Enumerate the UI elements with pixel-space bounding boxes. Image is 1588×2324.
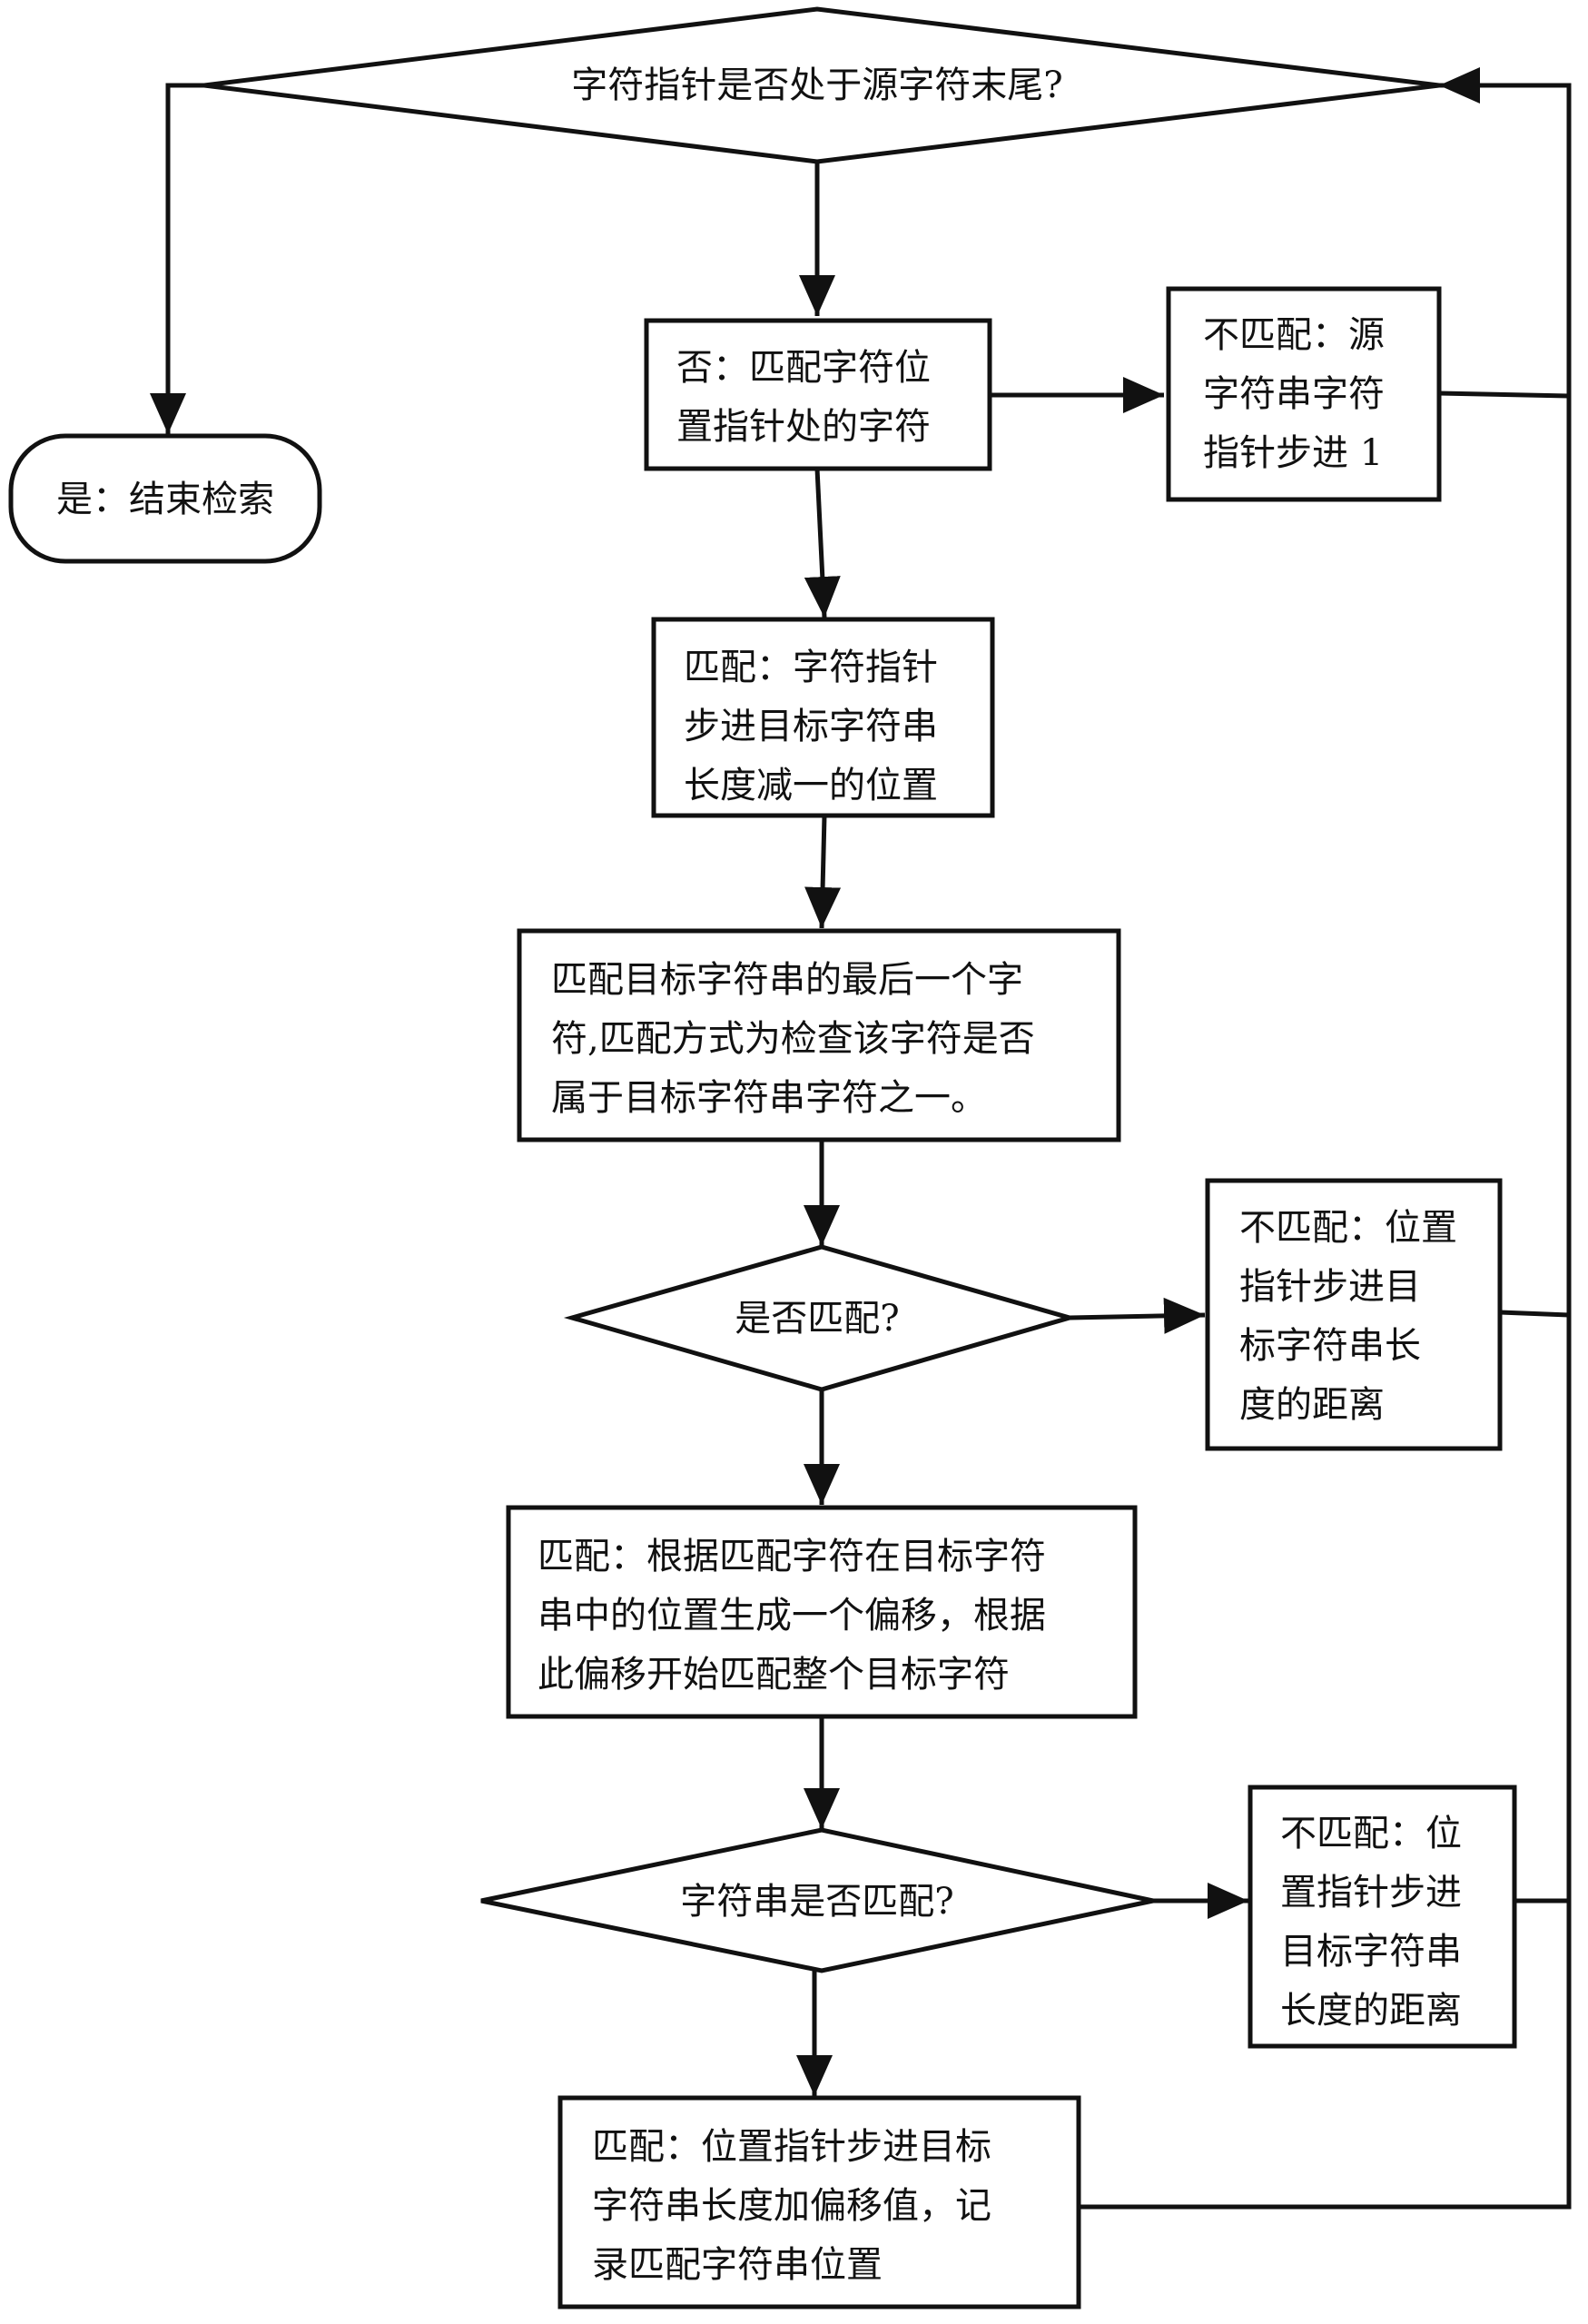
- label-mismatch-step1: 不匹配：源 字符串字符 指针步进 1: [1203, 314, 1396, 474]
- line: 度的距离: [1239, 1384, 1385, 1426]
- label-match-offset: 匹配：根据匹配字符在目标字符 串中的位置生成一个偏移，根据 此偏移开始匹配整个目…: [538, 1536, 1058, 1696]
- line: 目标字符串: [1280, 1931, 1462, 1973]
- line: 不匹配：源: [1203, 314, 1385, 356]
- line: 字符串长度加偏移值，记: [592, 2185, 991, 2227]
- feed-mismatch1: [1439, 393, 1569, 396]
- line: 长度的距离: [1280, 1990, 1462, 2032]
- label-decision-source-end: 字符指针是否处于源字符末尾?: [571, 64, 1062, 106]
- line: 此偏移开始匹配整个目标字符: [538, 1654, 1010, 1696]
- label-match-step: 匹配：字符指针 步进目标字符串 长度减一的位置: [684, 647, 950, 806]
- arrow-no-to-match: [817, 469, 824, 618]
- line: 标字符串长: [1239, 1325, 1421, 1367]
- line: 步进目标字符串: [684, 706, 938, 747]
- arrow-decision-to-mismatch2: [1070, 1315, 1205, 1318]
- label-yes-end: 是：结束检索: [56, 479, 274, 520]
- line: 置指针步进: [1280, 1872, 1462, 1914]
- line: 字符串字符: [1203, 373, 1385, 415]
- label-match-last-char: 匹配目标字符串的最后一个字 符,匹配方式为检查该字符是否 属于目标字符串字符之一…: [551, 959, 1046, 1119]
- line: 不匹配：位置: [1239, 1207, 1457, 1249]
- line: 属于目标字符串字符之一。: [551, 1077, 987, 1119]
- line: 匹配目标字符串的最后一个字: [551, 959, 1023, 1001]
- line: 符,匹配方式为检查该字符是否: [551, 1018, 1035, 1060]
- line: 指针步进 1: [1203, 432, 1383, 474]
- line: 否：匹配字符位: [676, 347, 931, 389]
- line: 置指针处的字符: [676, 406, 931, 448]
- line: 串中的位置生成一个偏移，根据: [538, 1595, 1046, 1637]
- label-decision-string-match: 字符串是否匹配?: [680, 1881, 953, 1923]
- line: 录匹配字符串位置: [592, 2244, 883, 2286]
- line: 匹配：根据匹配字符在目标字符: [538, 1536, 1046, 1577]
- line: 不匹配：位: [1280, 1813, 1462, 1854]
- line: 指针步进目: [1239, 1266, 1421, 1308]
- arrow-match-to-lastchar: [822, 816, 824, 928]
- arrow-yes-end: [168, 85, 204, 434]
- feed-mismatch2: [1500, 1312, 1569, 1315]
- line: 匹配：字符指针: [684, 647, 938, 688]
- line: 匹配：位置指针步进目标: [592, 2126, 991, 2168]
- line: 长度减一的位置: [684, 765, 938, 806]
- label-decision-match: 是否匹配?: [735, 1298, 899, 1340]
